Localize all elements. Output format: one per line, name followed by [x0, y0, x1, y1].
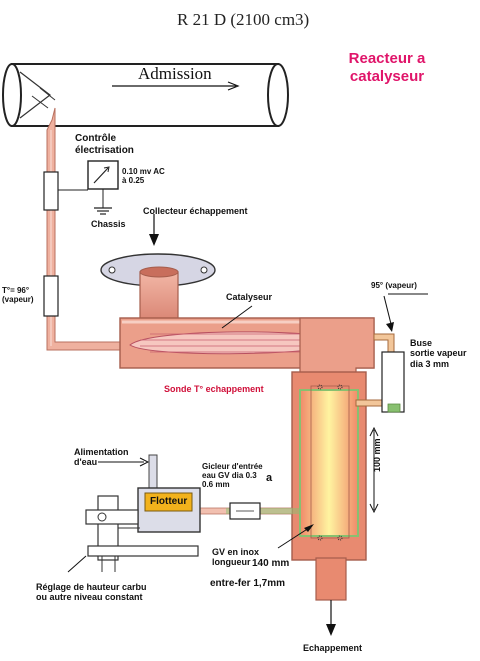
gv-body	[291, 371, 367, 601]
voltmeter	[58, 160, 119, 215]
collecteur-label: Collecteur échappement	[143, 206, 248, 216]
gicleur-a-label: a	[266, 472, 273, 484]
voltage-label: 0.10 mv AC à 0.25	[122, 167, 165, 186]
exhaust-elbow	[299, 317, 375, 381]
dimension-100mm	[369, 426, 379, 514]
gv-length-label: 140 mm	[252, 558, 290, 569]
gicleur-label: Gicleur d'entrée eau GV dia 0.3 0.6 mm	[202, 462, 263, 490]
buse-label: Buse sortie vapeur dia 3 mm	[410, 338, 467, 369]
collecteur-flange	[100, 253, 216, 323]
flotteur-float	[144, 492, 193, 512]
echappement-arrow	[326, 600, 336, 636]
reglage-label: Réglage de hauteur carbu ou autre niveau…	[36, 582, 147, 603]
page-title: R 21 D (2100 cm3)	[177, 10, 310, 29]
dim-100mm-label: 100 mm	[372, 438, 382, 472]
admission-arrow	[112, 81, 240, 91]
reglage-arrow	[67, 555, 87, 573]
buse-coupling	[381, 351, 405, 413]
chassis-label: Chassis	[91, 219, 126, 229]
echappement-label: Echappement	[303, 643, 363, 653]
collecteur-arrow	[149, 214, 159, 246]
left-pipe-coupling-top	[43, 171, 59, 211]
admission-label: Admission	[138, 64, 212, 83]
controle-label: Contrôle électrisation	[75, 133, 134, 156]
page-subtitle: Reacteur a catalyseur	[348, 50, 426, 85]
entrefer-label: entre-fer 1,7mm	[210, 578, 286, 589]
admission-tube	[2, 63, 289, 127]
temp-left-label: T°= 96° (vapeur)	[2, 286, 34, 305]
flotteur-label: Flotteur	[150, 496, 188, 507]
water-feed-line	[199, 502, 300, 520]
gv-label: GV en inox longueur	[212, 547, 260, 568]
exhaust-outlet-pipe	[315, 557, 347, 601]
float-bowl	[85, 487, 201, 572]
left-pipe-coupling-bottom	[43, 275, 59, 317]
temp-right-label: 95° (vapeur)	[371, 281, 417, 290]
sonde-label: Sonde T° echappement	[164, 384, 264, 394]
gv-pointer	[277, 524, 314, 549]
steam-outlet-pipe	[355, 293, 428, 413]
alimentation-label: Alimentation d'eau	[74, 447, 129, 468]
catalyseur-label: Catalyseur	[226, 292, 273, 302]
